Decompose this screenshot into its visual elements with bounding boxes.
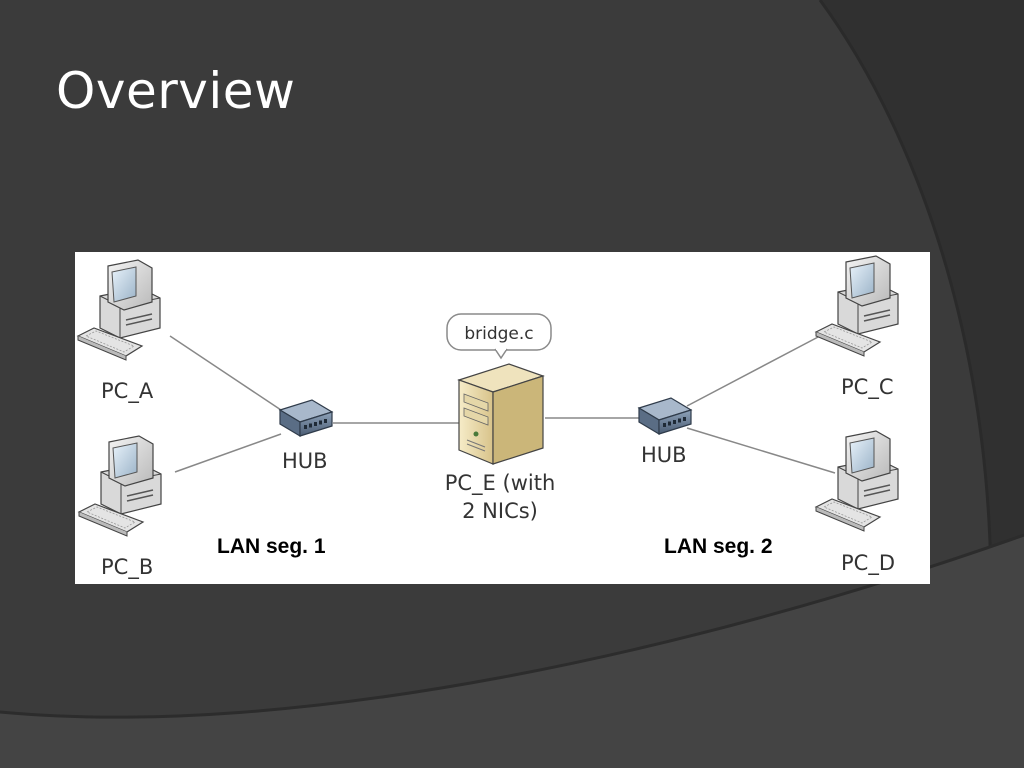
pc-b-label: PC_B	[101, 555, 153, 580]
link-pc-a-hub-1	[169, 335, 282, 411]
pc-a-icon	[77, 259, 161, 361]
connections	[169, 335, 836, 474]
link-hub-2-pc-d	[686, 427, 836, 474]
background-curve-right	[820, 0, 1024, 768]
hub-1-icon	[279, 399, 333, 437]
network-diagram: bridge.c PC_A PC_B PC_C PC_D HUB HUB PC_…	[75, 252, 930, 584]
pc-a-label: PC_A	[101, 379, 154, 404]
link-hub-2-pc-c	[686, 335, 821, 407]
server-pc-e-icon	[457, 363, 545, 465]
pc-c-icon	[815, 255, 899, 357]
bridge-program-callout: bridge.c	[446, 313, 552, 360]
pc-e-label-line-1: PC_E (with	[445, 471, 556, 496]
lan-segment-2-label: LAN seg. 2	[664, 535, 773, 558]
hub-1-label: HUB	[282, 449, 328, 473]
link-pc-b-hub-1	[174, 433, 282, 473]
pc-b-icon	[78, 435, 162, 537]
hub-2-label: HUB	[641, 443, 687, 467]
network-diagram-canvas: bridge.c PC_A PC_B PC_C PC_D HUB HUB PC_…	[77, 255, 899, 580]
pc-e-label-line-2: 2 NICs)	[462, 499, 538, 523]
pc-c-label: PC_C	[841, 375, 894, 400]
pc-d-icon	[815, 430, 899, 532]
lan-segment-1-label: LAN seg. 1	[217, 535, 326, 558]
slide-title: Overview	[56, 62, 296, 120]
background-curve-bottom	[0, 535, 1024, 768]
hub-2-icon	[638, 397, 692, 435]
pc-d-label: PC_D	[841, 551, 895, 576]
bridge-program-label: bridge.c	[464, 324, 533, 344]
